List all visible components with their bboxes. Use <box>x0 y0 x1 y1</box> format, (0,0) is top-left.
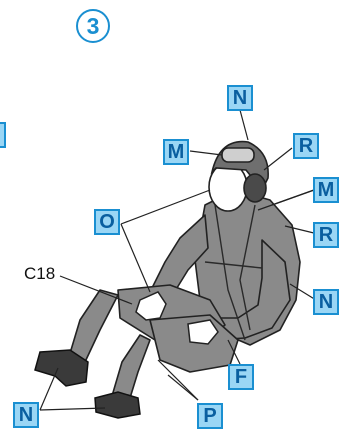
callout-n-bottom: N <box>13 402 39 428</box>
part-number-label: C18 <box>24 264 55 284</box>
shin-right <box>112 335 150 398</box>
callout-n-top: N <box>227 85 253 111</box>
head <box>209 142 268 211</box>
callout-p: P <box>197 403 223 429</box>
callout-r-top: R <box>293 133 319 159</box>
boot-right <box>95 392 140 418</box>
callout-m-left: M <box>163 139 189 165</box>
step-number-badge: 3 <box>76 9 110 43</box>
cropped-callout-edge <box>0 122 6 148</box>
callout-o: O <box>94 209 120 235</box>
callout-n-right: N <box>313 289 339 315</box>
goggles <box>222 148 254 162</box>
callout-m-right: M <box>313 177 339 203</box>
shin-left <box>68 290 118 362</box>
callout-r-right: R <box>313 222 339 248</box>
callout-f: F <box>228 364 254 390</box>
ear-flap <box>244 174 266 202</box>
